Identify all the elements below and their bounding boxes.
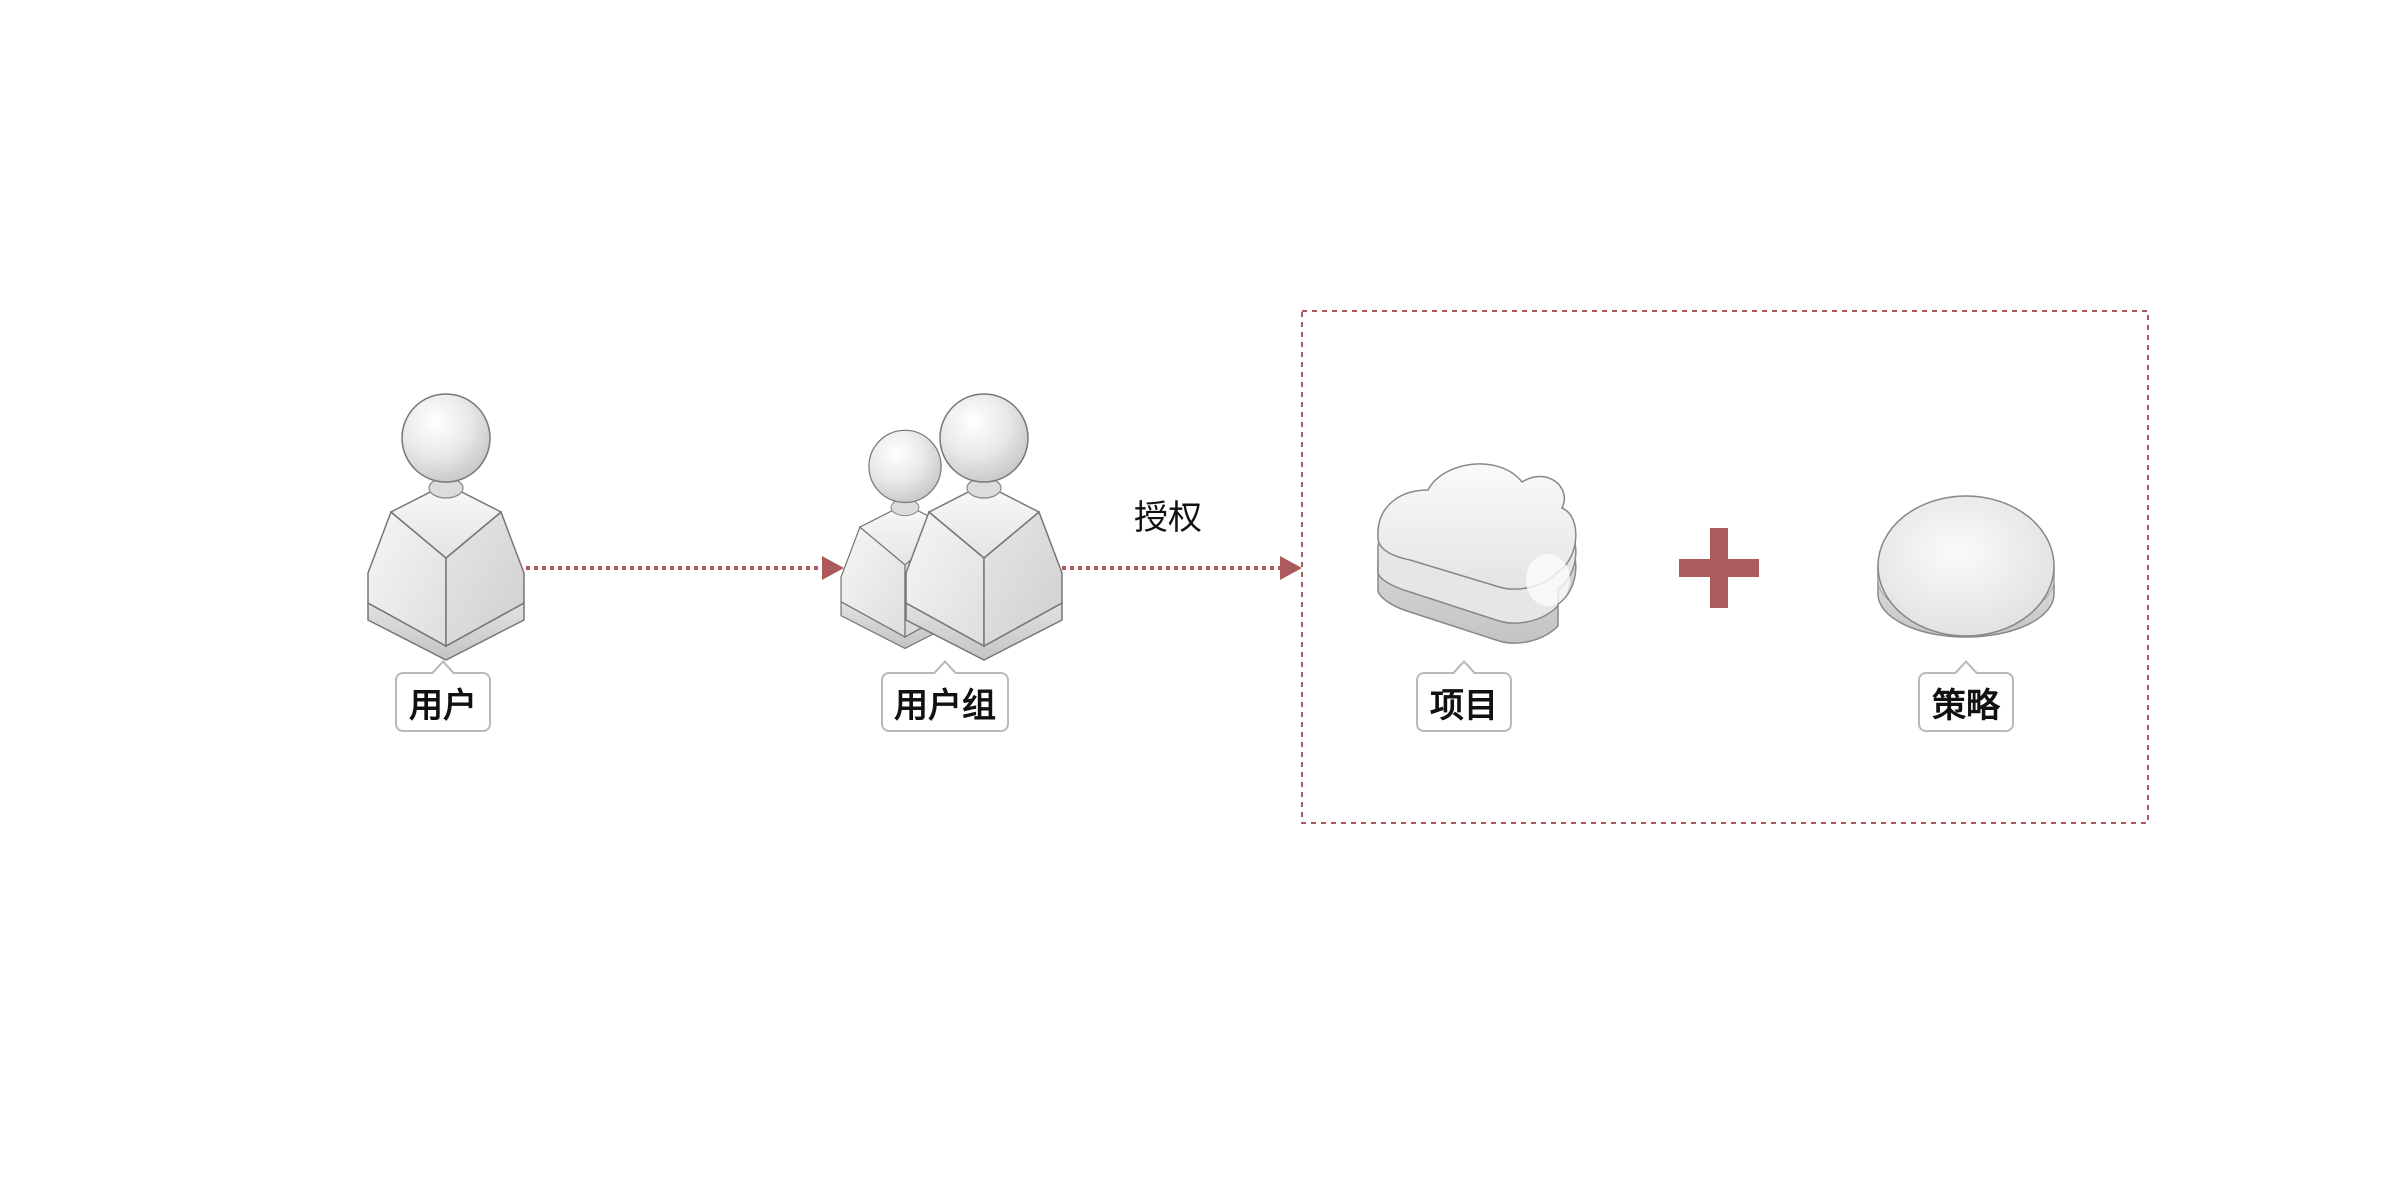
node-label-user-group: 用户组 bbox=[881, 660, 1009, 732]
node-label-user: 用户 bbox=[395, 660, 491, 732]
arrowhead bbox=[822, 556, 844, 580]
arrowhead bbox=[1280, 556, 1302, 580]
user-group-icon bbox=[840, 393, 1063, 661]
cloud-icon bbox=[1377, 463, 1577, 644]
project-policy-container bbox=[1301, 310, 2149, 824]
disc-icon bbox=[1877, 495, 2055, 638]
edge-user-to-group bbox=[526, 556, 844, 580]
node-label-project: 项目 bbox=[1416, 660, 1512, 732]
node-label-policy: 策略 bbox=[1918, 660, 2014, 732]
user-icon bbox=[367, 393, 525, 661]
edge-label-authorize: 授权 bbox=[1134, 498, 1202, 538]
edge-group-to-container bbox=[1062, 556, 1302, 580]
plus-icon bbox=[1679, 528, 1759, 608]
